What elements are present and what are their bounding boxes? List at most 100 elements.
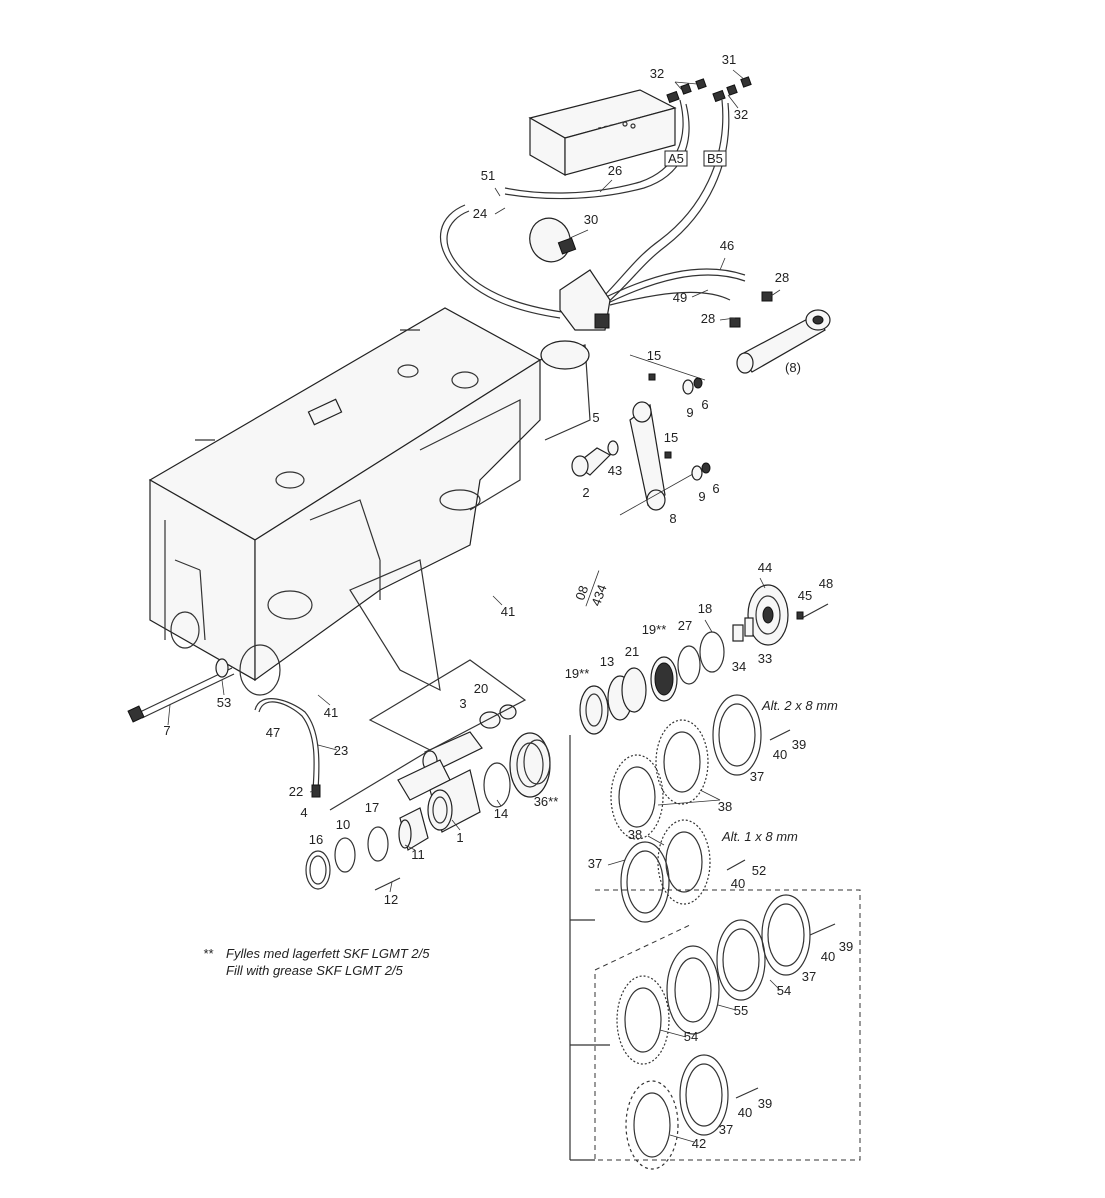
- callout-32: 32: [734, 107, 748, 122]
- callout-24: 24: [473, 206, 487, 221]
- grease-note-line2: Fill with grease SKF LGMT 2/5: [226, 963, 404, 978]
- callout-48: 48: [819, 576, 833, 591]
- callout-26: 26: [608, 163, 622, 178]
- rings-54-55: [616, 894, 836, 1065]
- ring-37-upper: [712, 694, 791, 776]
- ring-17: [367, 826, 389, 862]
- callout-42: 42: [692, 1136, 706, 1151]
- hose-tag-b5-text: B5: [707, 151, 723, 166]
- ring-16: [305, 850, 331, 890]
- callout-4: 4: [300, 805, 307, 820]
- hose-tag-a5-text: A5: [668, 151, 684, 166]
- callout-34: 34: [732, 659, 746, 674]
- callout-22: 22: [289, 784, 303, 799]
- callout-28: 28: [775, 270, 789, 285]
- callout-45: 45: [798, 588, 812, 603]
- cylinder-8: [619, 354, 711, 516]
- callout-5: 5: [592, 410, 599, 425]
- callout-2: 2: [582, 485, 589, 500]
- callout-28: 28: [701, 311, 715, 326]
- callout-41: 41: [501, 604, 515, 619]
- hose-tag-a5: A5: [664, 150, 688, 167]
- callout-21: 21: [625, 644, 639, 659]
- seal-11: [398, 807, 429, 851]
- callout-46: 46: [720, 238, 734, 253]
- bushing-2: [571, 440, 619, 477]
- callout-20: 20: [474, 681, 488, 696]
- bearing-stack: [579, 631, 725, 735]
- callout-7: 7: [163, 723, 170, 738]
- ring-37-mid: [620, 841, 746, 923]
- drawing-ref: 08 434: [572, 570, 610, 608]
- callout-43: 43: [608, 463, 622, 478]
- callout-3: 3: [459, 696, 466, 711]
- alt-note-1x8: Alt. 1 x 8 mm: [721, 829, 798, 844]
- hose-tag-b5: B5: [703, 150, 727, 167]
- bolt-12: [374, 877, 401, 891]
- ring-10: [334, 837, 356, 873]
- callout-27: 27: [678, 618, 692, 633]
- callout-6: 6: [701, 397, 708, 412]
- callout-37: 37: [588, 856, 602, 871]
- callout-38: 38: [628, 827, 642, 842]
- callout-52: 52: [752, 863, 766, 878]
- callout-49: 49: [673, 290, 687, 305]
- filter-assembly: [529, 217, 611, 331]
- callout-41: 41: [324, 705, 338, 720]
- callout-54: 54: [684, 1029, 698, 1044]
- callout-19: 19**: [642, 622, 667, 637]
- callout-39: 39: [792, 737, 806, 752]
- callout-54: 54: [777, 983, 791, 998]
- callout-36: 36**: [534, 794, 559, 809]
- hub-1: [427, 769, 481, 833]
- callout-33: 33: [758, 651, 772, 666]
- callout-11: 11: [411, 847, 425, 862]
- callout-38: 38: [718, 799, 732, 814]
- main-frame: [148, 307, 591, 696]
- chain-rings: [610, 694, 836, 1170]
- lift-cylinder-8: [729, 291, 831, 374]
- callout-15: 15: [647, 348, 661, 363]
- callout-23: 23: [334, 743, 348, 758]
- oil-tank: [528, 89, 677, 177]
- callout-19: 19**: [565, 666, 590, 681]
- callout-37: 37: [719, 1122, 733, 1137]
- washer-53: [215, 658, 229, 678]
- end-cap-44: [732, 584, 829, 646]
- grease-note-stars: **: [203, 946, 214, 961]
- callout-32: 32: [650, 66, 664, 81]
- callout-13: 13: [600, 654, 614, 669]
- callout-31: 31: [722, 52, 736, 67]
- callout-39: 39: [758, 1096, 772, 1111]
- callout-8: (8): [785, 360, 801, 375]
- drive-motor-3: [397, 704, 517, 801]
- callout-14: 14: [494, 806, 508, 821]
- callout-40: 40: [821, 949, 835, 964]
- ring-14: [483, 762, 511, 808]
- callout-30: 30: [584, 212, 598, 227]
- callout-44: 44: [758, 560, 772, 575]
- callout-39: 39: [839, 939, 853, 954]
- callout-6: 6: [712, 481, 719, 496]
- bearing-36: [509, 732, 551, 798]
- callout-40: 40: [731, 876, 745, 891]
- tank-fittings: [666, 76, 752, 104]
- callout-12: 12: [384, 892, 398, 907]
- drawing-ref-bottom: 434: [588, 582, 610, 608]
- hydraulic-hoses: [439, 99, 746, 319]
- callout-8: 8: [669, 511, 676, 526]
- leader-lines: [167, 69, 781, 1143]
- callout-17: 17: [365, 800, 379, 815]
- callout-9: 9: [698, 489, 705, 504]
- callout-10: 10: [336, 817, 350, 832]
- callout-37: 37: [802, 969, 816, 984]
- grease-note: ** Fylles med lagerfett SKF LGMT 2/5 Fil…: [203, 946, 430, 978]
- callout-1: 1: [456, 830, 463, 845]
- callout-47: 47: [266, 725, 280, 740]
- callout-37: 37: [750, 769, 764, 784]
- sprocket-38-upper: [610, 719, 709, 840]
- callout-40: 40: [738, 1105, 752, 1120]
- grouping-lines: [329, 659, 861, 1161]
- callout-15: 15: [664, 430, 678, 445]
